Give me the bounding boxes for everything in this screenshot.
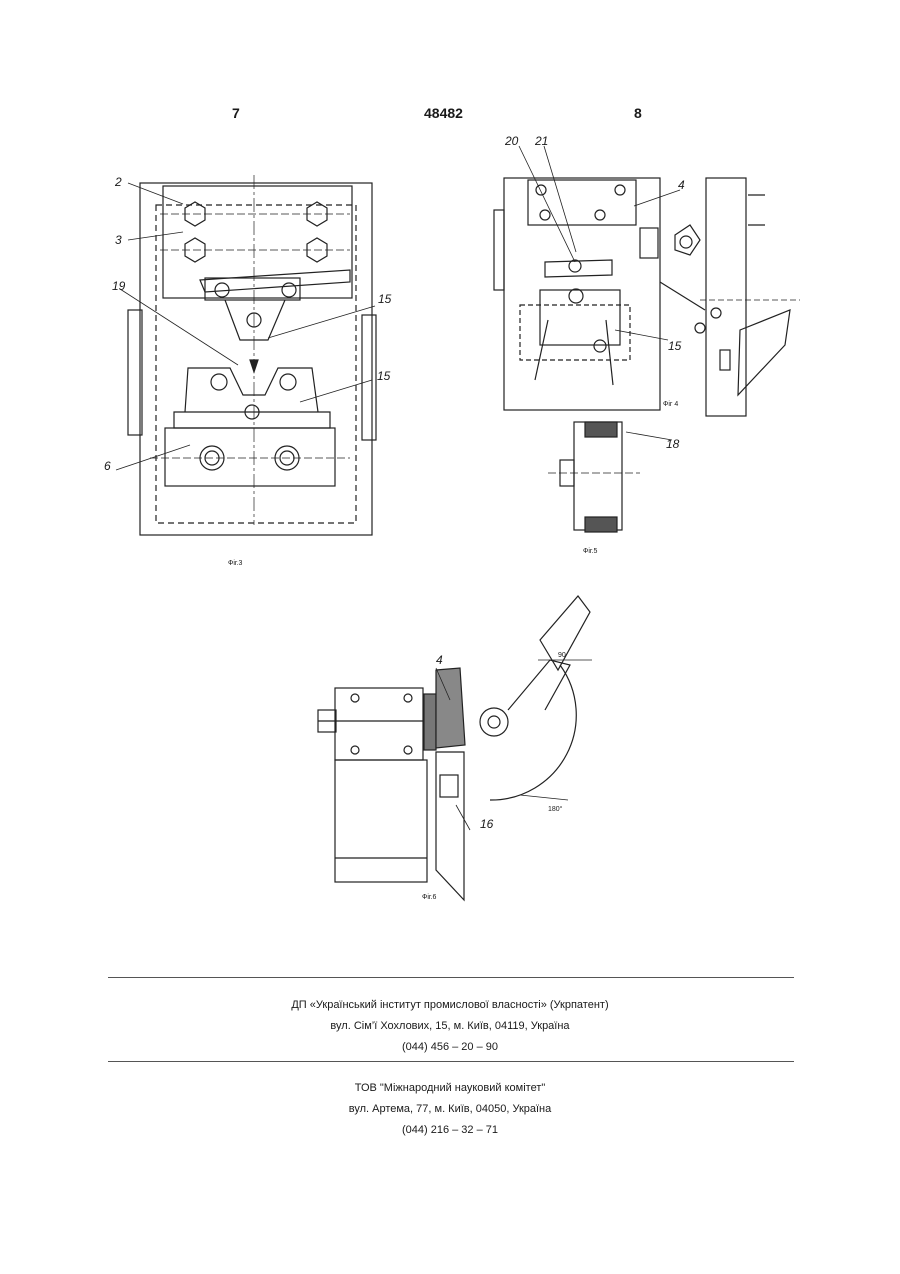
footer-top-rule bbox=[108, 977, 794, 978]
figure-5-labels: 18 Фіг.5 bbox=[583, 437, 680, 555]
fig3-label-2: 2 bbox=[114, 175, 122, 189]
fig3-label-15a: 15 bbox=[378, 292, 392, 306]
fig4-label-15: 15 bbox=[668, 339, 682, 353]
ukrpatent-address: вул. Сім’ї Хохлових, 15, м. Київ, 04119,… bbox=[0, 1016, 900, 1037]
fig4-label-21: 21 bbox=[534, 134, 548, 148]
figure-3 bbox=[116, 175, 376, 535]
fig3-caption: Фіг.3 bbox=[228, 559, 243, 567]
figure-6 bbox=[318, 596, 592, 900]
fig4-label-20: 20 bbox=[504, 134, 519, 148]
fig3-label-15b: 15 bbox=[377, 369, 391, 383]
fig5-caption: Фіг.5 bbox=[583, 547, 598, 555]
figure-5 bbox=[548, 422, 672, 532]
publisher-phone: (044) 216 – 32 – 71 bbox=[0, 1120, 900, 1141]
fig6-caption: Фіг.6 bbox=[422, 893, 437, 901]
fig3-label-3: 3 bbox=[115, 233, 122, 247]
fig6-label-4: 4 bbox=[436, 653, 443, 667]
fig6-label-16: 16 bbox=[480, 817, 494, 831]
fig3-label-19: 19 bbox=[112, 279, 126, 293]
publisher-address: вул. Артема, 77, м. Київ, 04050, Україна bbox=[0, 1099, 900, 1120]
technical-drawings: 2 3 19 15 15 6 Фіг.3 bbox=[0, 0, 900, 960]
fig6-label-180deg: 180° bbox=[548, 805, 563, 813]
fig4-caption: Фіг 4 bbox=[663, 400, 678, 408]
ukrpatent-name: ДП «Український інститут промислової вла… bbox=[0, 995, 900, 1016]
fig4-label-4: 4 bbox=[678, 178, 685, 192]
ukrpatent-address-block: ДП «Український інститут промислової вла… bbox=[0, 995, 900, 1058]
fig3-label-6: 6 bbox=[104, 459, 111, 473]
figure-3-labels: 2 3 19 15 15 6 Фіг.3 bbox=[104, 175, 392, 567]
publisher-name: ТОВ "Міжнародний науковий комітет" bbox=[0, 1078, 900, 1099]
figure-4-labels: 20 21 4 15 Фіг 4 bbox=[504, 134, 685, 408]
figure-4 bbox=[494, 146, 800, 416]
fig5-label-18: 18 bbox=[666, 437, 680, 451]
footer-middle-rule bbox=[108, 1061, 794, 1062]
ukrpatent-phone: (044) 456 – 20 – 90 bbox=[0, 1037, 900, 1058]
fig6-label-90: 90 bbox=[558, 652, 566, 659]
publisher-address-block: ТОВ "Міжнародний науковий комітет" вул. … bbox=[0, 1078, 900, 1141]
